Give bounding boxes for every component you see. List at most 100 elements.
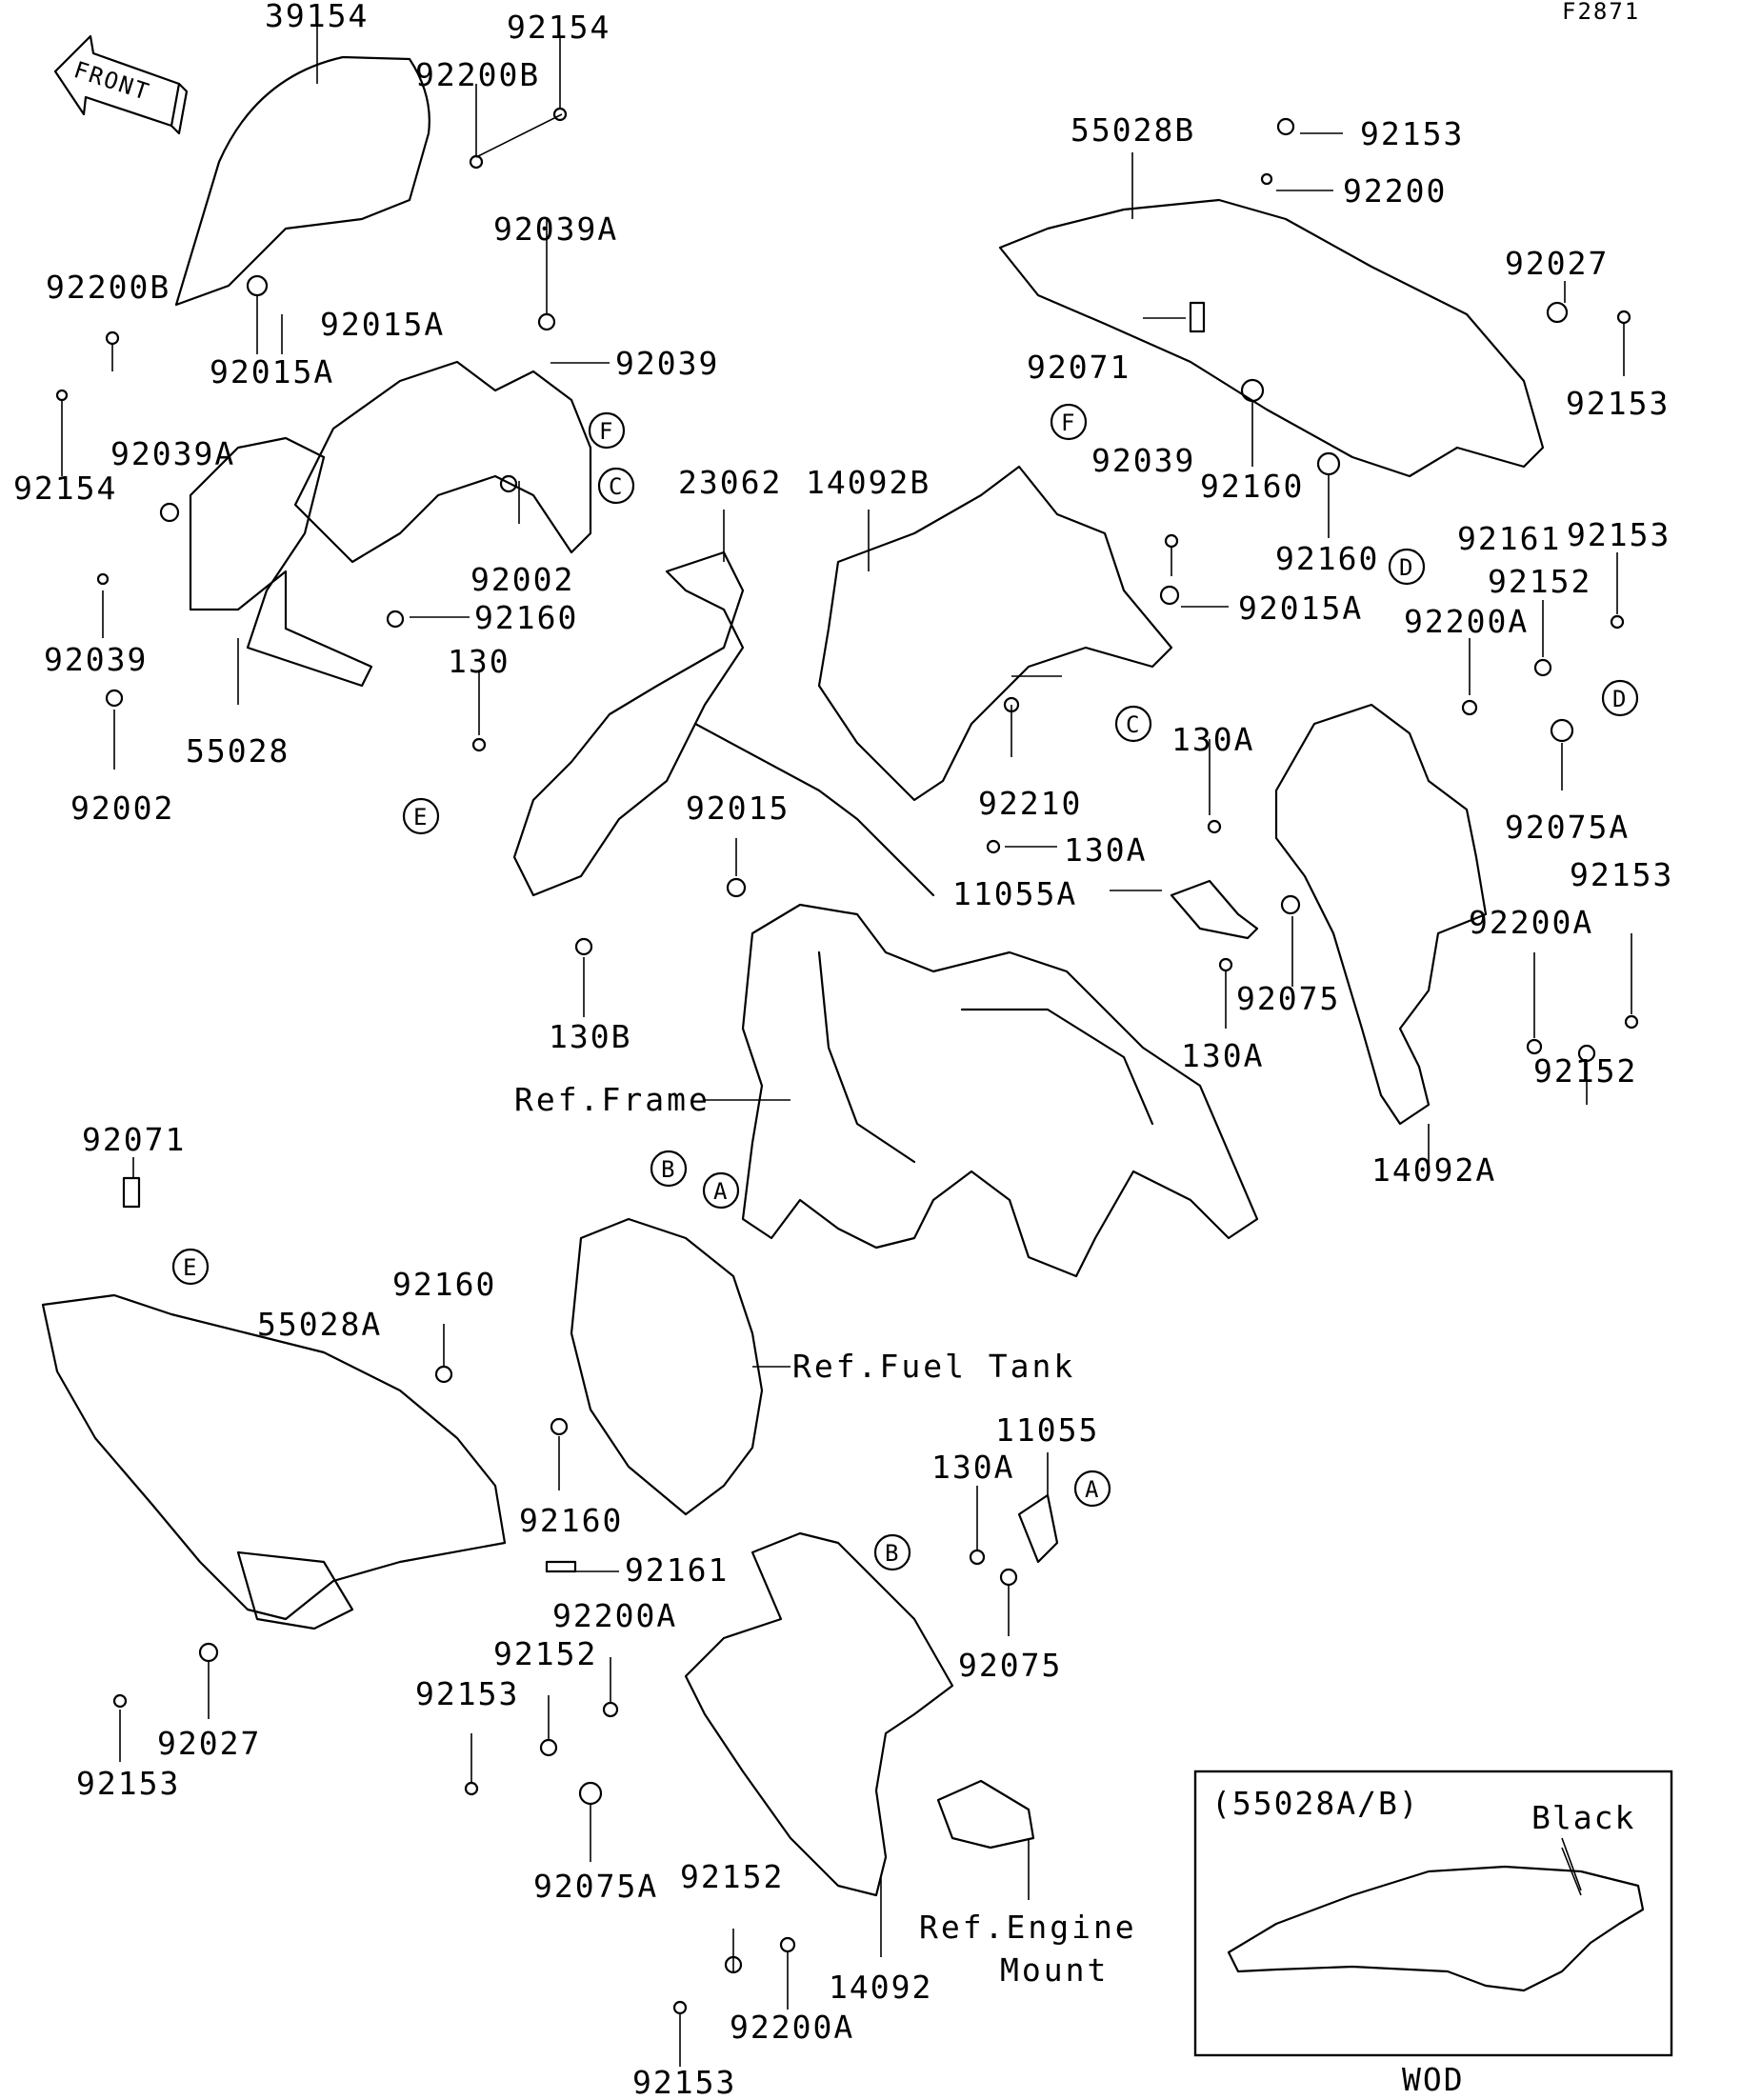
callout-a-upper-label: A — [713, 1178, 729, 1205]
inner-panel-14092B-part — [817, 465, 1173, 802]
frame-detail-part — [817, 950, 1154, 1164]
part-label: 92152 — [680, 1858, 784, 1895]
callout-circles: F C E F C D D B A E A B — [171, 403, 1639, 1571]
callout-b-upper — [650, 1150, 688, 1188]
engine-mount-ref-part — [936, 1779, 1035, 1850]
part-label: 92160 — [1275, 540, 1379, 577]
callout-b-lower-label: B — [885, 1540, 900, 1567]
part-label: 92027 — [157, 1725, 261, 1762]
part-label: 92200A — [1469, 904, 1593, 941]
part-label: 92153 — [1567, 516, 1671, 553]
part-label: 92200A — [730, 2009, 854, 2046]
part-number-labels: 39154 92154 92200B 92200B 92015A 92015A … — [13, 0, 1671, 2100]
callout-c-upper — [597, 467, 635, 505]
part-label: 92015A — [320, 306, 445, 343]
part-label: 14092B — [806, 464, 931, 501]
inset-panel: (55028A/B) Black WOD — [1193, 1770, 1673, 2098]
part-label: 92002 — [470, 561, 574, 598]
part-label: 92154 — [507, 9, 610, 46]
callout-f-upper-label: F — [599, 418, 614, 445]
diagram-code: F2871 — [1562, 0, 1640, 25]
ref-fuel-tank-label: Ref.Fuel Tank — [792, 1348, 1075, 1385]
callout-d-upper — [1388, 548, 1426, 586]
part-label: 130B — [549, 1018, 631, 1055]
side-cowl-55028A-part — [41, 1293, 507, 1621]
part-label: 55028 — [186, 732, 290, 770]
part-label: 14092 — [829, 1969, 932, 2006]
callout-c-lower — [1114, 705, 1152, 743]
part-label: 92153 — [1566, 385, 1670, 422]
callout-d-upper-label: D — [1399, 554, 1414, 581]
part-label: 92075 — [958, 1647, 1062, 1684]
callout-f-upper — [588, 411, 626, 450]
part-label: 92039 — [1091, 442, 1195, 479]
inner-cover-14092-part — [684, 1531, 954, 1897]
fastener-set — [55, 107, 1639, 2015]
part-label: 130A — [1181, 1037, 1264, 1074]
ref-engine-mount-label-2: Mount — [1000, 1951, 1109, 1989]
stay-tube-part — [693, 722, 935, 897]
part-label: 92200A — [1404, 603, 1529, 640]
frame-part — [741, 903, 1259, 1278]
inset-title: (55028A/B) — [1211, 1785, 1420, 1822]
part-label: 92002 — [70, 790, 174, 827]
side-cowl-55028B-part — [998, 198, 1545, 478]
part-label: 92152 — [1488, 563, 1591, 600]
callout-e-upper — [402, 797, 440, 835]
windshield-part — [174, 55, 430, 307]
part-label: 92154 — [13, 470, 117, 507]
part-label: 11055A — [952, 875, 1077, 912]
part-label: 92200B — [46, 269, 170, 306]
callout-f-lower-label: F — [1061, 410, 1076, 436]
part-label: 92039A — [493, 210, 618, 248]
fuel-tank-ref-part — [570, 1217, 764, 1516]
callout-f-lower — [1050, 403, 1088, 441]
ref-engine-mount-label-1: Ref.Engine — [919, 1909, 1137, 1946]
part-label: 92161 — [1457, 520, 1561, 557]
part-label: 92200B — [415, 56, 540, 93]
part-label: 92153 — [415, 1675, 519, 1712]
callout-a-lower — [1073, 1470, 1111, 1508]
callout-a-lower-label: A — [1085, 1476, 1100, 1503]
part-label: 92075 — [1236, 980, 1340, 1017]
part-label: 55028B — [1071, 111, 1195, 149]
upper-cowl-inner-part — [293, 360, 592, 564]
part-label: 92153 — [632, 2064, 736, 2100]
part-label: 130A — [1064, 831, 1147, 869]
part-label: 92027 — [1505, 245, 1609, 282]
inset-color-note: Black — [1531, 1799, 1635, 1836]
callout-e-upper-label: E — [413, 804, 429, 830]
callout-b-lower — [873, 1533, 911, 1571]
part-label: 92161 — [625, 1551, 729, 1589]
part-label: 92160 — [519, 1502, 623, 1539]
part-label: 11055 — [995, 1411, 1099, 1449]
part-label: 92210 — [978, 785, 1082, 822]
part-label: 92200 — [1343, 172, 1447, 210]
callout-d-lower-label: D — [1612, 686, 1628, 712]
part-label: 92039A — [110, 435, 235, 472]
cowl-stay-part — [512, 550, 745, 897]
part-label: 92071 — [82, 1121, 186, 1158]
part-label: 23062 — [678, 464, 782, 501]
part-label: 130A — [1171, 721, 1254, 758]
part-label: 130 — [448, 643, 510, 680]
part-label: 130A — [931, 1449, 1014, 1486]
inset-code: WOD — [1402, 2061, 1465, 2098]
front-arrow-icon: FRONT — [53, 34, 189, 135]
part-label: 92153 — [76, 1765, 180, 1802]
callout-a-upper — [702, 1171, 740, 1210]
callout-c-lower-label: C — [1126, 711, 1141, 738]
part-label: 92075A — [533, 1868, 658, 1905]
part-label: 92153 — [1360, 115, 1464, 152]
inner-cover-14092A-part — [1274, 703, 1488, 1126]
part-label: 92071 — [1027, 349, 1131, 386]
callout-c-upper-label: C — [609, 473, 624, 500]
part-label: 92160 — [1200, 468, 1304, 505]
part-label: 92039 — [615, 345, 719, 382]
part-label: 92160 — [474, 599, 578, 636]
part-label: 14092A — [1371, 1151, 1496, 1189]
callout-e-lower — [171, 1248, 210, 1286]
part-label: 55028A — [257, 1306, 382, 1343]
side-cowl-55028A-lower-part — [236, 1550, 354, 1630]
